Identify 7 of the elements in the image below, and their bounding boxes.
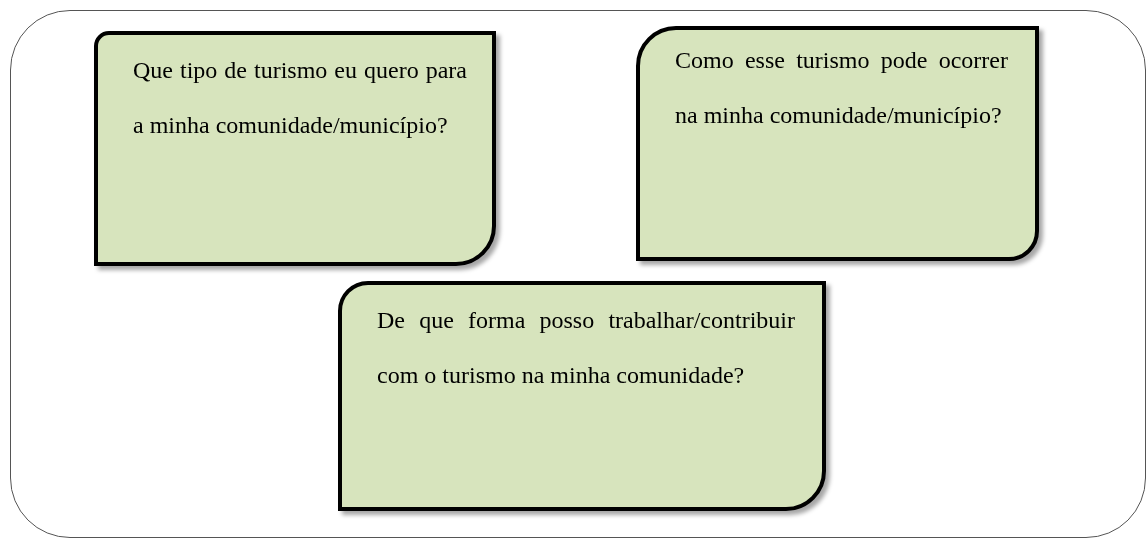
question-text: Que tipo de turismo eu quero para a minha comunidade/município? (133, 56, 467, 140)
question-box (338, 281, 826, 511)
rounded-frame (10, 10, 1146, 538)
question-box (636, 26, 1039, 261)
question-box (94, 31, 496, 266)
question-text: Como esse turismo pode ocorrer na minha comunidade/município? (675, 46, 1008, 130)
question-text: De que forma posso trabalhar/contribuir com o turismo na minha comunidade? (377, 306, 795, 390)
